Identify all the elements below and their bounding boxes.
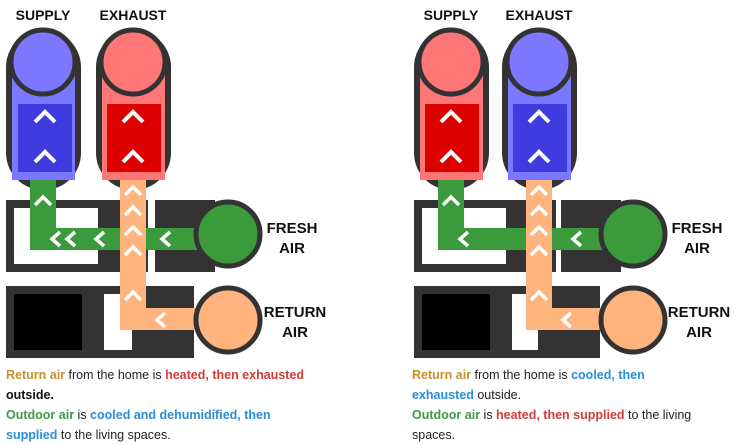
exhaust-label: EXHAUST: [506, 7, 573, 23]
fresh-air-label-line1: FRESH: [267, 220, 318, 237]
supply-tube: [414, 27, 489, 190]
up-arrow-icon: [529, 204, 549, 217]
up-arrow-icon: [33, 109, 57, 124]
left-arrow-icon: [154, 311, 167, 329]
up-arrow-icon: [439, 109, 463, 124]
diagram-panel-left: SUPPLY EXHAUST FRESH AIR RETURN AIR: [0, 0, 367, 444]
fresh-air-label-line2: AIR: [684, 240, 710, 257]
caption-line-return: Return air from the home is heated, then…: [6, 365, 306, 405]
caption-line-outdoor: Outdoor air is cooled and dehumidified, …: [6, 405, 306, 445]
return-air-label-line2: AIR: [282, 324, 308, 341]
caption-line-return: Return air from the home is cooled, then…: [412, 365, 692, 405]
caption-text: is: [480, 408, 497, 422]
erv-diagram-left: SUPPLY EXHAUST FRESH AIR RETURN AIR: [6, 7, 327, 358]
exhaust-tube: [502, 27, 577, 190]
fresh-air-label-line2: AIR: [279, 240, 305, 257]
diagram-panel-right: SUPPLY EXHAUST FRESH AIR RETURN AIR: [367, 0, 734, 444]
fresh-air-circle: [193, 199, 263, 269]
supply-label: SUPPLY: [424, 7, 479, 23]
up-arrow-icon: [121, 109, 145, 124]
caption-right: Return air from the home is cooled, then…: [412, 365, 692, 445]
caption-text: from the home is: [65, 368, 166, 382]
caption-text: to the living spaces.: [57, 428, 171, 442]
up-arrow-icon: [123, 244, 143, 257]
caption-text: to the living spaces.: [412, 408, 692, 442]
exhaust-label: EXHAUST: [100, 7, 167, 23]
outdoor-air-path: [30, 180, 263, 269]
up-arrow-icon: [123, 289, 143, 302]
left-arrow-icon: [457, 230, 470, 248]
caption-term: cooled, then exhausted: [412, 368, 645, 402]
return-air-label-line1: RETURN: [668, 304, 731, 321]
up-arrow-icon: [527, 109, 551, 124]
up-arrow-icon: [529, 224, 549, 237]
fresh-air-label-line1: FRESH: [672, 220, 723, 237]
return-air-path: [120, 180, 263, 355]
caption-term: cooled and dehumidified, then supplied: [6, 408, 271, 442]
up-arrow-icon: [121, 149, 145, 164]
caption-left: Return air from the home is heated, then…: [6, 365, 306, 445]
return-air-path: [526, 180, 668, 355]
left-arrow-icon: [570, 230, 583, 248]
left-arrow-icon: [64, 230, 77, 248]
return-air-circle: [193, 285, 263, 355]
left-arrow-icon: [159, 230, 172, 248]
caption-term: Return air: [6, 368, 66, 382]
caption-term: Return air: [412, 368, 472, 382]
up-arrow-icon: [33, 194, 53, 207]
up-arrow-icon: [439, 149, 463, 164]
fresh-air-circle: [598, 199, 668, 269]
caption-term: Outdoor air: [412, 408, 481, 422]
caption-text: outside.: [473, 388, 522, 402]
caption-term: heated, then supplied: [496, 408, 625, 422]
up-arrow-icon: [441, 194, 461, 207]
caption-text: from the home is: [471, 368, 572, 382]
left-arrow-icon: [49, 230, 62, 248]
caption-text: outside.: [6, 388, 54, 402]
up-arrow-icon: [33, 149, 57, 164]
up-arrow-icon: [529, 289, 549, 302]
up-arrow-icon: [527, 149, 551, 164]
erv-diagram-right: SUPPLY EXHAUST FRESH AIR RETURN AIR: [414, 7, 731, 358]
caption-line-outdoor: Outdoor air is heated, then supplied to …: [412, 405, 692, 445]
left-arrow-icon: [560, 311, 573, 329]
return-air-label-line2: AIR: [686, 324, 712, 341]
up-arrow-icon: [123, 184, 143, 197]
supply-label: SUPPLY: [16, 7, 71, 23]
caption-term: heated, then exhausted: [165, 368, 305, 382]
left-arrow-icon: [93, 230, 106, 248]
outdoor-air-path: [438, 180, 668, 269]
caption-term: Outdoor air: [6, 408, 75, 422]
caption-text: is: [74, 408, 91, 422]
exhaust-tube: [96, 27, 171, 190]
up-arrow-icon: [123, 204, 143, 217]
up-arrow-icon: [529, 244, 549, 257]
up-arrow-icon: [123, 224, 143, 237]
return-air-label-line1: RETURN: [264, 304, 327, 321]
up-arrow-icon: [529, 184, 549, 197]
return-air-circle: [598, 285, 668, 355]
supply-tube: [6, 27, 81, 190]
